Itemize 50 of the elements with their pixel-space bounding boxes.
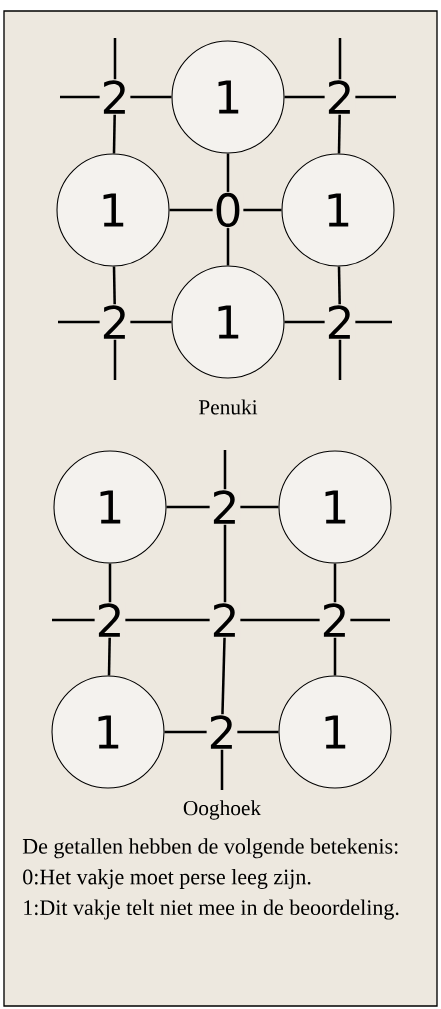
- grid-line: [113, 339, 117, 380]
- grid-line: [337, 266, 341, 305]
- circle-cell: 1: [53, 450, 167, 564]
- grid-line: [108, 563, 112, 603]
- grid-line: [164, 730, 207, 734]
- diagram-caption: Penuki: [198, 399, 258, 415]
- circle-cell: 1: [171, 40, 285, 154]
- grid-line: [166, 505, 210, 509]
- number-cell: 0: [212, 192, 244, 228]
- circle-cell: 1: [171, 265, 285, 379]
- grid-line: [221, 637, 226, 715]
- grid-line: [60, 95, 100, 99]
- grid-line: [355, 95, 396, 99]
- grid-line: [237, 730, 279, 734]
- grid-line: [130, 320, 172, 324]
- grid-line: [337, 114, 341, 154]
- grid-line: [220, 749, 224, 790]
- legend-text: 1:Dit vakje telt niet mee in de beoordeling.: [24, 899, 399, 920]
- grid-line: [226, 153, 230, 192]
- grid-line: [338, 38, 342, 80]
- grid-line: [107, 637, 111, 676]
- grid-line: [58, 320, 100, 324]
- grid-line: [113, 38, 117, 80]
- legend-text: De getallen hebben de volgende betekenis:: [22, 838, 398, 859]
- grid-line: [355, 320, 392, 324]
- grid-line: [112, 114, 116, 154]
- grid-line: [333, 637, 337, 676]
- circle-cell: 1: [278, 450, 392, 564]
- grid-line: [223, 450, 227, 490]
- grid-line: [333, 563, 337, 603]
- grid-line: [350, 618, 390, 622]
- legend-text: 0:Het vakje moet perse leeg zijn.: [23, 868, 311, 889]
- grid-line: [284, 95, 325, 99]
- grid-line: [243, 208, 282, 212]
- circle-cell: 1: [51, 675, 165, 789]
- diagram-caption: Ooghoek: [183, 800, 262, 820]
- circle-cell: 1: [56, 153, 170, 267]
- grid-line: [125, 618, 210, 622]
- grid-line: [240, 505, 279, 509]
- grid-line: [240, 618, 320, 622]
- grid-line: [284, 320, 325, 324]
- circle-cell: 1: [278, 675, 392, 789]
- grid-line: [338, 339, 342, 380]
- grid-line: [112, 266, 116, 305]
- grid-line: [223, 524, 227, 603]
- circle-cell: 1: [281, 153, 395, 267]
- grid-line: [52, 618, 95, 622]
- grid-line: [226, 228, 230, 266]
- grid-line: [169, 208, 213, 212]
- grid-line: [130, 95, 172, 99]
